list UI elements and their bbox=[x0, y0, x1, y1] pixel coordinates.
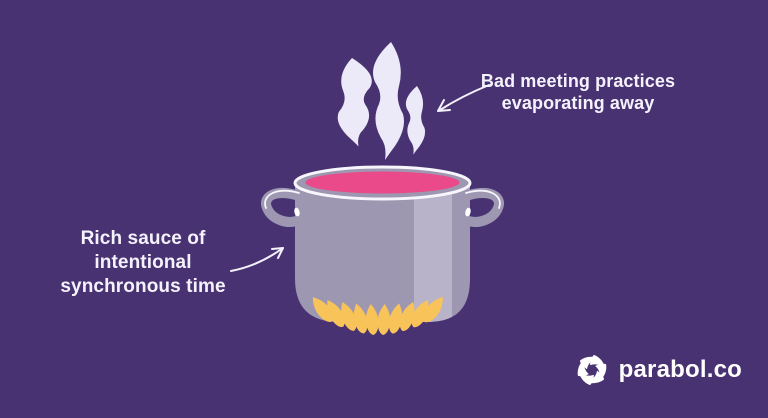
steam-icon bbox=[337, 42, 426, 160]
arrow-to-pot bbox=[230, 247, 284, 272]
pot-annotation-line1: Rich sauce of intentional bbox=[80, 228, 206, 273]
pot-annotation-line2: synchronous time bbox=[60, 276, 226, 297]
cooking-pot-icon bbox=[261, 165, 504, 322]
parabol-swirl-icon bbox=[574, 353, 609, 387]
pot-handle-right bbox=[461, 187, 504, 227]
arrow-to-steam bbox=[437, 84, 490, 112]
pot-annotation-label: Rich sauce of intentional synchronous ti… bbox=[30, 227, 256, 299]
sauce bbox=[305, 171, 460, 194]
logo-text: parabol.co bbox=[618, 356, 742, 383]
parabol-logo: parabol.co bbox=[574, 353, 742, 387]
pot-handle-left bbox=[261, 187, 304, 227]
steam-annotation-line2: evaporating away bbox=[501, 93, 655, 113]
steam-annotation-line1: Bad meeting practices bbox=[480, 71, 676, 91]
steam-annotation-label: Bad meeting practices evaporating away bbox=[478, 70, 678, 114]
pot-highlight bbox=[414, 183, 452, 322]
